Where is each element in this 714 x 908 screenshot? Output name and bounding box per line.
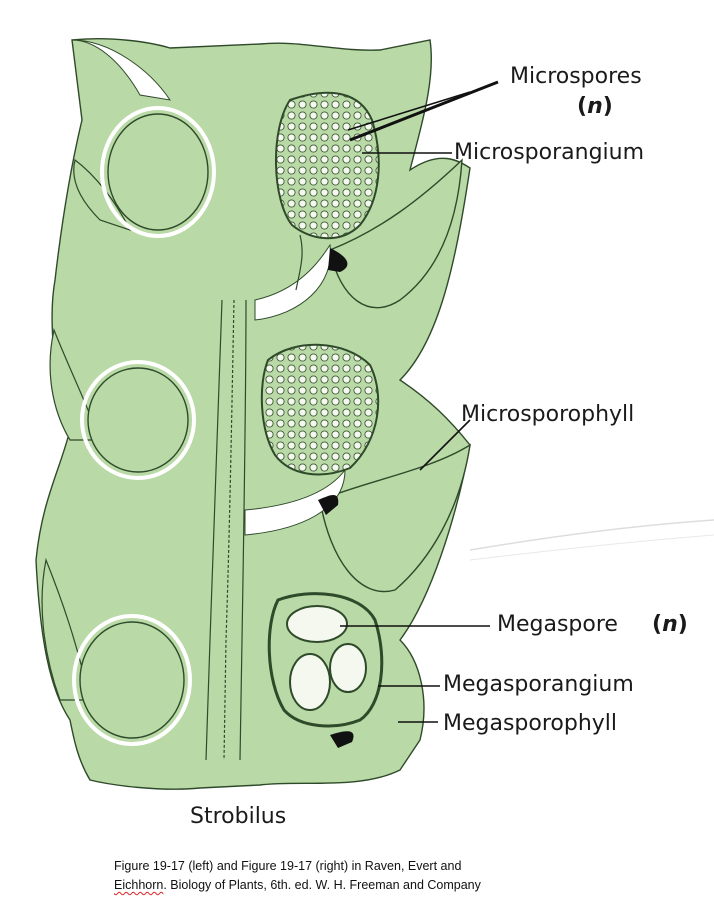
microsporangium-upper — [275, 91, 380, 240]
caption-author-marked: Eichhorn — [114, 878, 164, 892]
megaspore-degenerating-2 — [329, 643, 367, 693]
microsporophyll-tip-upper — [329, 158, 463, 309]
axis-strand-mid — [223, 299, 235, 761]
megaspore-degenerating-1 — [289, 653, 331, 711]
left-sporangium-lower — [79, 621, 185, 739]
label-strobilus: Strobilus — [190, 804, 287, 829]
leader-microspores-2 — [347, 91, 471, 131]
label-microspores-ploidy: (n) — [577, 94, 613, 119]
left-sporangium-upper — [107, 113, 209, 231]
microsporangium-middle — [260, 343, 380, 476]
left-scale-tip-3 — [41, 557, 91, 701]
label-megaspore: Megaspore — [497, 612, 618, 637]
megaspore-functional — [286, 605, 348, 643]
axis-strand-left — [205, 299, 223, 761]
label-megaspore-ploidy: (n) — [652, 612, 688, 637]
leader-microsporophyll — [419, 419, 471, 471]
label-megasporophyll: Megasporophyll — [443, 711, 618, 736]
caption-line-1: Figure 19-17 (left) and Figure 19-17 (ri… — [114, 859, 462, 873]
label-megasporangium: Megasporangium — [443, 672, 634, 697]
axis-strand-right — [239, 299, 247, 761]
microsporophyll-tip-lower — [319, 443, 471, 593]
caption-line-2-rest: . Biology of Plants, 6th. ed. W. H. Free… — [163, 878, 481, 892]
label-microspores: Microspores — [510, 64, 642, 89]
caption-line-2: Eichhorn. Biology of Plants, 6th. ed. W.… — [114, 879, 481, 892]
label-microsporophyll: Microsporophyll — [461, 402, 635, 427]
label-microsporangium: Microsporangium — [454, 140, 645, 165]
leader-microspores-1 — [349, 80, 499, 142]
left-sporangium-middle — [87, 367, 189, 473]
